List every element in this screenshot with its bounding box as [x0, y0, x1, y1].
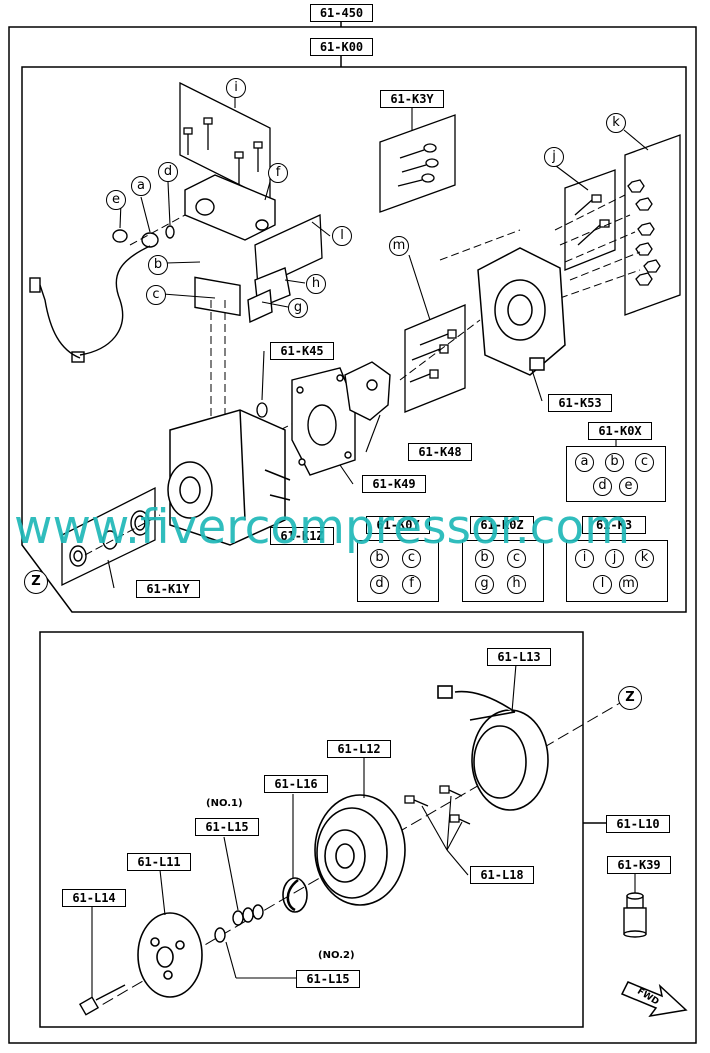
kit-k0y-d: d [370, 575, 389, 594]
kit-k3-l: l [593, 575, 612, 594]
l18-label: 61-L18 [470, 866, 534, 884]
note-no2: (NO.2) [318, 950, 355, 961]
l10-label: 61-L10 [606, 815, 670, 833]
kit-k3-j: j [605, 549, 624, 568]
callout-d: d [158, 162, 178, 182]
k48-label: 61-K48 [408, 443, 472, 461]
kit-k0z-c: c [507, 549, 526, 568]
kit-k3-k: k [635, 549, 654, 568]
callout-h: h [306, 274, 326, 294]
k53-label: 61-K53 [548, 394, 612, 412]
callout-m: m [389, 236, 409, 256]
k49-label: 61-K49 [362, 475, 426, 493]
callout-l: l [332, 226, 352, 246]
k0z-label: 61-K0Z [470, 516, 534, 534]
callout-f: f [268, 163, 288, 183]
l14-label: 61-L14 [62, 889, 126, 907]
callout-e: e [106, 190, 126, 210]
kit-k0z-box: b c g h [462, 540, 544, 602]
kit-k0x-b: b [605, 453, 624, 472]
l16-label: 61-L16 [264, 775, 328, 793]
l12-label: 61-L12 [327, 740, 391, 758]
k1z-label: 61-K1Z [270, 527, 334, 545]
kit-k3-m: m [619, 575, 638, 594]
upper-group-code-label: 61-K00 [310, 38, 373, 56]
kit-k0x-box: a b c d e [566, 446, 666, 502]
k1y-label: 61-K1Y [136, 580, 200, 598]
view-marker-z-upper: Z [24, 570, 48, 594]
l13-label: 61-L13 [487, 648, 551, 666]
callout-k: k [606, 113, 626, 133]
kit-k0x-d: d [593, 477, 612, 496]
outer-frame [8, 26, 697, 1044]
kit-k0y-c: c [402, 549, 421, 568]
fwd-arrow [620, 981, 688, 1018]
callout-j: j [544, 147, 564, 167]
kit-k3-i: i [575, 549, 594, 568]
note-no1: (NO.1) [206, 798, 243, 809]
kit-k0y-f: f [402, 575, 421, 594]
callout-b: b [148, 255, 168, 275]
callout-i: i [226, 78, 246, 98]
top-code-label: 61-450 [310, 4, 373, 22]
kit-k0z-g: g [475, 575, 494, 594]
k3-label: 61-K3 [582, 516, 646, 534]
k45-label: 61-K45 [270, 342, 334, 360]
callout-a: a [131, 176, 151, 196]
view-marker-z-lower: Z [618, 686, 642, 710]
k39-label: 61-K39 [607, 856, 671, 874]
kit-k0y-box: b c d f [357, 540, 439, 602]
l11-label: 61-L11 [127, 853, 191, 871]
k0x-label: 61-K0X [588, 422, 652, 440]
k3y-label: 61-K3Y [380, 90, 444, 108]
callout-g: g [288, 298, 308, 318]
kit-k3-box: i j k l m [566, 540, 668, 602]
kit-k0x-c: c [635, 453, 654, 472]
l15-top-label: 61-L15 [195, 818, 259, 836]
kit-k0x-e: e [619, 477, 638, 496]
kit-k0z-b: b [475, 549, 494, 568]
callout-c: c [146, 285, 166, 305]
lower-frame [39, 631, 584, 1028]
l15-bottom-label: 61-L15 [296, 970, 360, 988]
kit-k0z-h: h [507, 575, 526, 594]
kit-k0y-b: b [370, 549, 389, 568]
upper-frame [21, 66, 687, 613]
k0y-label: 61-K0Y [366, 516, 430, 534]
kit-k0x-a: a [575, 453, 594, 472]
watermark-text: www.fivercompressor.com [14, 500, 631, 555]
